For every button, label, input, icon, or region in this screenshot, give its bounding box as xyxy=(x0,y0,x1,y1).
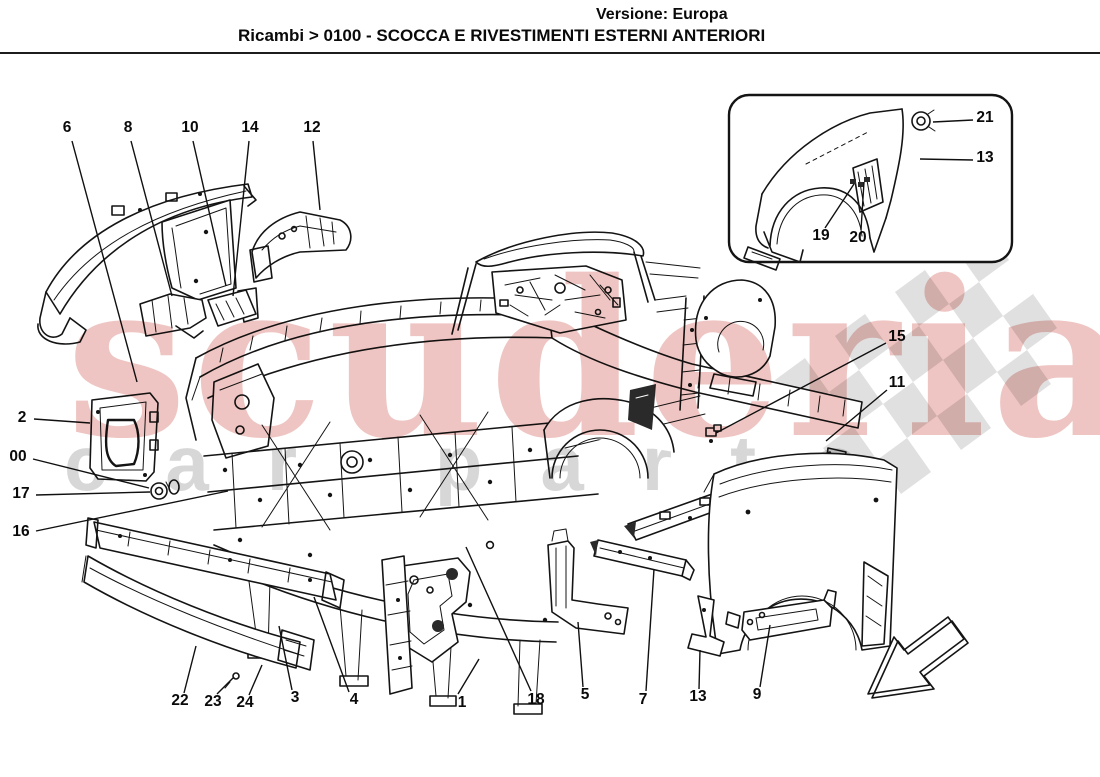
leader-line-18 xyxy=(465,546,532,692)
checker-cell xyxy=(997,350,1051,406)
callout-2[interactable]: 2 xyxy=(17,409,27,426)
callout-23[interactable]: 23 xyxy=(204,693,222,710)
bushing-part xyxy=(150,479,180,500)
leader-line-14 xyxy=(232,140,250,297)
callout-9[interactable]: 9 xyxy=(752,686,762,703)
direction-arrow-icon xyxy=(867,616,969,699)
leader-line-13-lower xyxy=(698,649,701,690)
sill-trim-part-9 xyxy=(725,589,837,641)
leader-line-17 xyxy=(35,491,151,496)
wheelhouse-panel-part xyxy=(249,211,352,283)
leader-line-13-inset xyxy=(919,158,974,161)
leader-line-15 xyxy=(715,342,887,434)
callout-10[interactable]: 10 xyxy=(181,119,199,136)
callout-19[interactable]: 19 xyxy=(812,227,830,244)
checker-cell xyxy=(943,338,997,394)
checker-cell xyxy=(829,370,883,426)
callout-16[interactable]: 16 xyxy=(12,523,30,540)
leader-line-2 xyxy=(33,418,91,424)
inner-fender-panel-part xyxy=(161,199,237,301)
callout-14[interactable]: 14 xyxy=(241,119,259,136)
frame-post-part xyxy=(381,555,413,695)
checker-cell xyxy=(889,326,943,382)
callout-13-lower[interactable]: 13 xyxy=(689,688,707,705)
leader-line-19 xyxy=(824,183,855,229)
leader-line-21 xyxy=(932,119,974,123)
callout-8[interactable]: 8 xyxy=(123,119,133,136)
callout-18[interactable]: 18 xyxy=(527,691,545,708)
callout-24[interactable]: 24 xyxy=(236,694,254,711)
leader-line-4 xyxy=(313,596,350,693)
callout-3[interactable]: 3 xyxy=(290,689,300,706)
version-label: Versione: Europa xyxy=(596,6,728,23)
checker-cell xyxy=(877,438,931,494)
checker-cell xyxy=(937,394,991,450)
callout-7[interactable]: 7 xyxy=(638,691,648,708)
checker-cell xyxy=(835,314,889,370)
rail-part-7 xyxy=(590,539,695,581)
cowl-bracket-part xyxy=(139,293,207,339)
callout-22[interactable]: 22 xyxy=(171,692,189,709)
callout-1[interactable]: 1 xyxy=(457,694,467,711)
callout-17[interactable]: 17 xyxy=(12,485,30,502)
callout-13-inset[interactable]: 13 xyxy=(976,149,994,166)
leader-line-3 xyxy=(278,625,293,691)
callout-12[interactable]: 12 xyxy=(303,119,321,136)
front-bumper-bar-part xyxy=(81,555,315,689)
leader-line-6 xyxy=(71,140,138,383)
leader-line-23 xyxy=(216,676,235,695)
leader-line-7 xyxy=(645,568,655,692)
engine-mount-bracket-part xyxy=(387,557,471,663)
callout-21[interactable]: 21 xyxy=(976,109,994,126)
callout-00[interactable]: 00 xyxy=(9,448,27,465)
bumper-reinforcement-bar-part xyxy=(85,517,345,609)
callout-20[interactable]: 20 xyxy=(849,229,867,246)
leader-line-11 xyxy=(825,389,888,442)
leader-line-00 xyxy=(32,458,150,489)
bracket-part-13 xyxy=(687,595,725,657)
leader-line-12 xyxy=(312,140,321,211)
leader-line-5 xyxy=(577,621,584,688)
checker-cell xyxy=(949,282,1003,338)
clip-part xyxy=(705,424,722,443)
bracket-part-5 xyxy=(547,528,629,635)
leader-line-16 xyxy=(35,490,229,532)
leader-line-9 xyxy=(759,624,771,688)
leader-line-10 xyxy=(192,140,227,287)
page-header: Versione: Europa Ricambi > 0100 - SCOCCA… xyxy=(0,0,1100,56)
callout-15[interactable]: 15 xyxy=(888,328,906,345)
radiator-mount-panel-part xyxy=(89,392,159,482)
callout-6[interactable]: 6 xyxy=(62,119,72,136)
checker-cell xyxy=(895,270,949,326)
ribbed-panel-part xyxy=(207,287,259,327)
callout-5[interactable]: 5 xyxy=(580,686,590,703)
callout-11[interactable]: 11 xyxy=(888,374,906,391)
leader-line-20 xyxy=(860,181,865,231)
callout-4[interactable]: 4 xyxy=(349,691,359,708)
leader-line-22 xyxy=(183,645,197,694)
checker-cell xyxy=(1003,294,1057,350)
checker-cell xyxy=(883,382,937,438)
leader-line-1 xyxy=(457,658,480,695)
front-fender-part xyxy=(703,452,898,655)
leader-line-8 xyxy=(130,140,173,297)
leader-line-24 xyxy=(248,664,263,696)
breadcrumb: Ricambi > 0100 - SCOCCA E RIVESTIMENTI E… xyxy=(238,26,766,45)
inset-panel xyxy=(727,93,1014,271)
header-divider xyxy=(0,52,1100,54)
